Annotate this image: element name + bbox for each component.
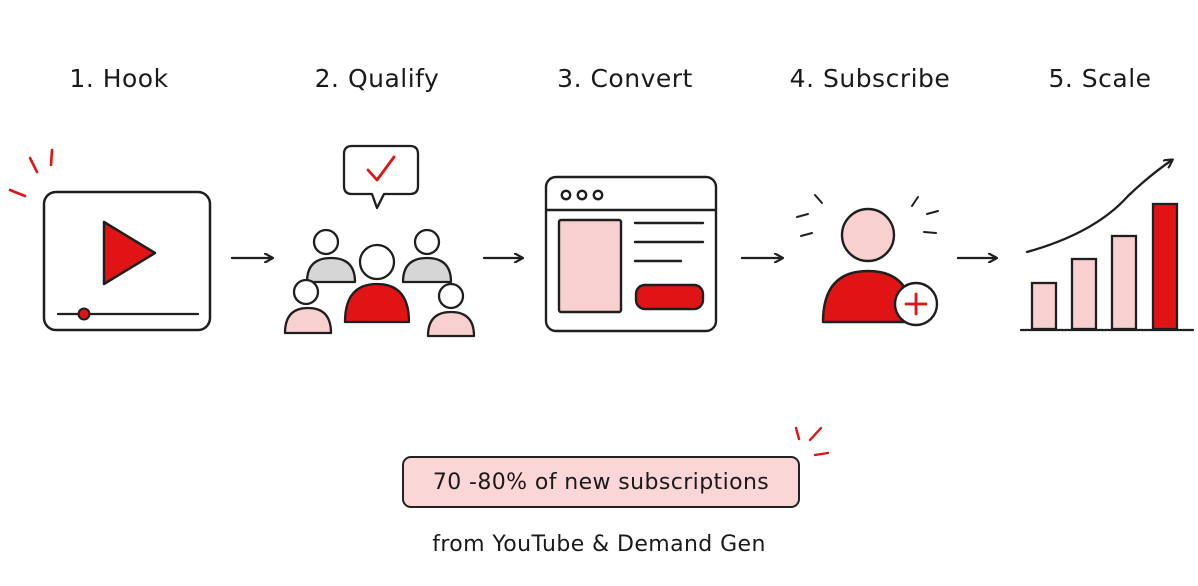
emphasis-spark-icon [794,426,830,457]
highlight-rays-icon [796,194,939,237]
cta-button [634,283,705,311]
image-placeholder [557,218,623,314]
audience-check-icon [283,144,476,338]
growth-arrow-icon [1025,160,1172,254]
checkmark-icon [366,155,396,182]
speech-bubble-icon [342,144,420,210]
plus-badge-icon [893,281,939,327]
new-subscriber-icon [796,194,939,327]
attention-spark-icon [8,148,54,198]
step-3-title: 3. Convert [557,64,693,93]
stat-headline: 70 -80% of new subscriptions [432,469,770,495]
video-player-icon [8,148,212,332]
step-2-title: 2. Qualify [314,64,440,93]
web-page-icon [544,175,718,333]
step-4-title: 4. Subscribe [789,64,951,93]
progress-knob [77,307,91,321]
growth-bar-chart-icon [1019,160,1195,332]
stat-subline: from YouTube & Demand Gen [432,532,766,557]
step-1-title: 1. Hook [69,64,169,93]
step-5-title: 5. Scale [1048,64,1152,93]
stat-highlight-box: 70 -80% of new subscriptions [402,456,800,508]
play-button-icon [102,220,157,286]
